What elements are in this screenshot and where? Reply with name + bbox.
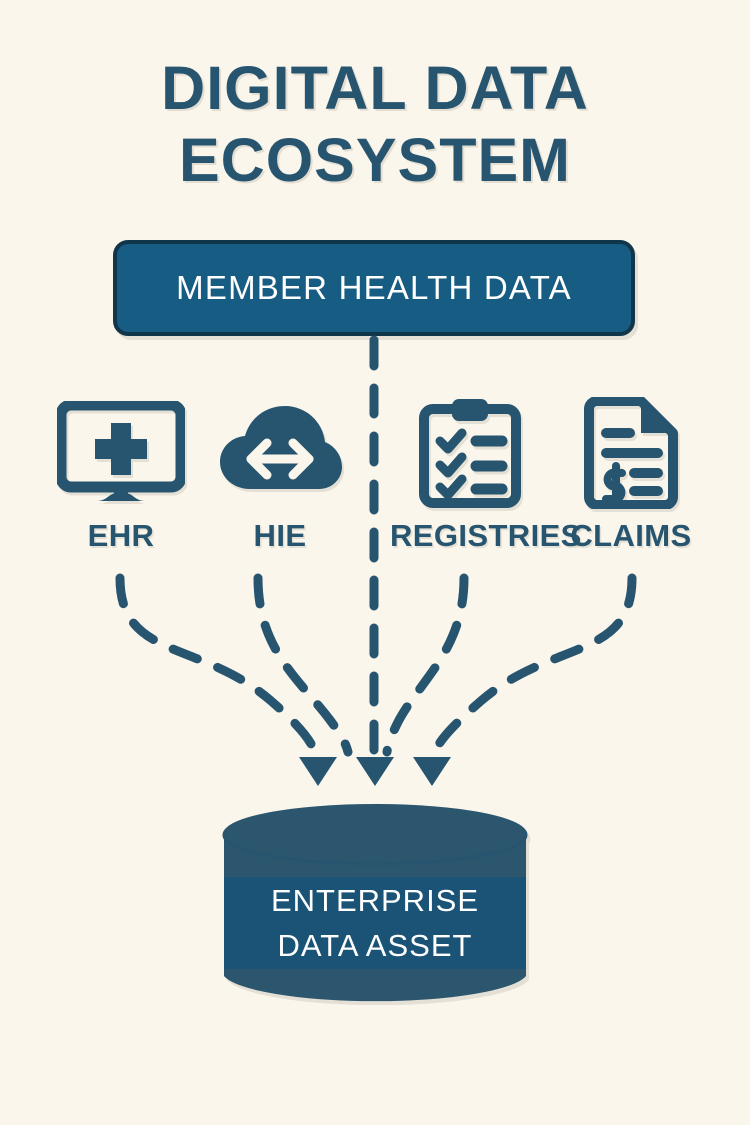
source-hie-label: HIE (253, 518, 307, 553)
source-registries-label: REGISTRIES (390, 518, 582, 553)
source-claims-label: CLAIMS (570, 518, 692, 553)
enterprise-data-asset-label: ENTERPRISE DATA ASSET (270, 883, 480, 963)
enterprise-data-asset-cylinder (222, 804, 528, 1002)
document-dollar-icon (551, 397, 711, 509)
flow-line-claims (431, 573, 637, 755)
source-hie[interactable]: HIE (200, 398, 360, 554)
arrowhead-right (413, 757, 451, 786)
flow-line-hie (253, 573, 353, 757)
member-health-data-box: MEMBER HEALTH DATA (113, 240, 635, 336)
cloud-exchange-arrows-icon (200, 398, 360, 508)
arrowhead-left (299, 757, 337, 786)
source-claims[interactable]: CLAIMS (551, 397, 711, 554)
flow-line-ehr (115, 573, 319, 755)
flow-arrowheads (299, 757, 451, 786)
monitor-medical-cross-icon (41, 398, 201, 508)
arrowhead-center (356, 757, 394, 786)
source-ehr[interactable]: EHR (41, 398, 201, 554)
page-title: DIGITAL DATA ECOSYSTEM (161, 54, 589, 194)
flow-line-registries (382, 573, 469, 757)
clipboard-checklist-icon (390, 398, 550, 508)
source-ehr-label: EHR (87, 518, 155, 553)
member-health-data-label: MEMBER HEALTH DATA (176, 269, 572, 306)
source-registries[interactable]: REGISTRIES (390, 398, 582, 554)
